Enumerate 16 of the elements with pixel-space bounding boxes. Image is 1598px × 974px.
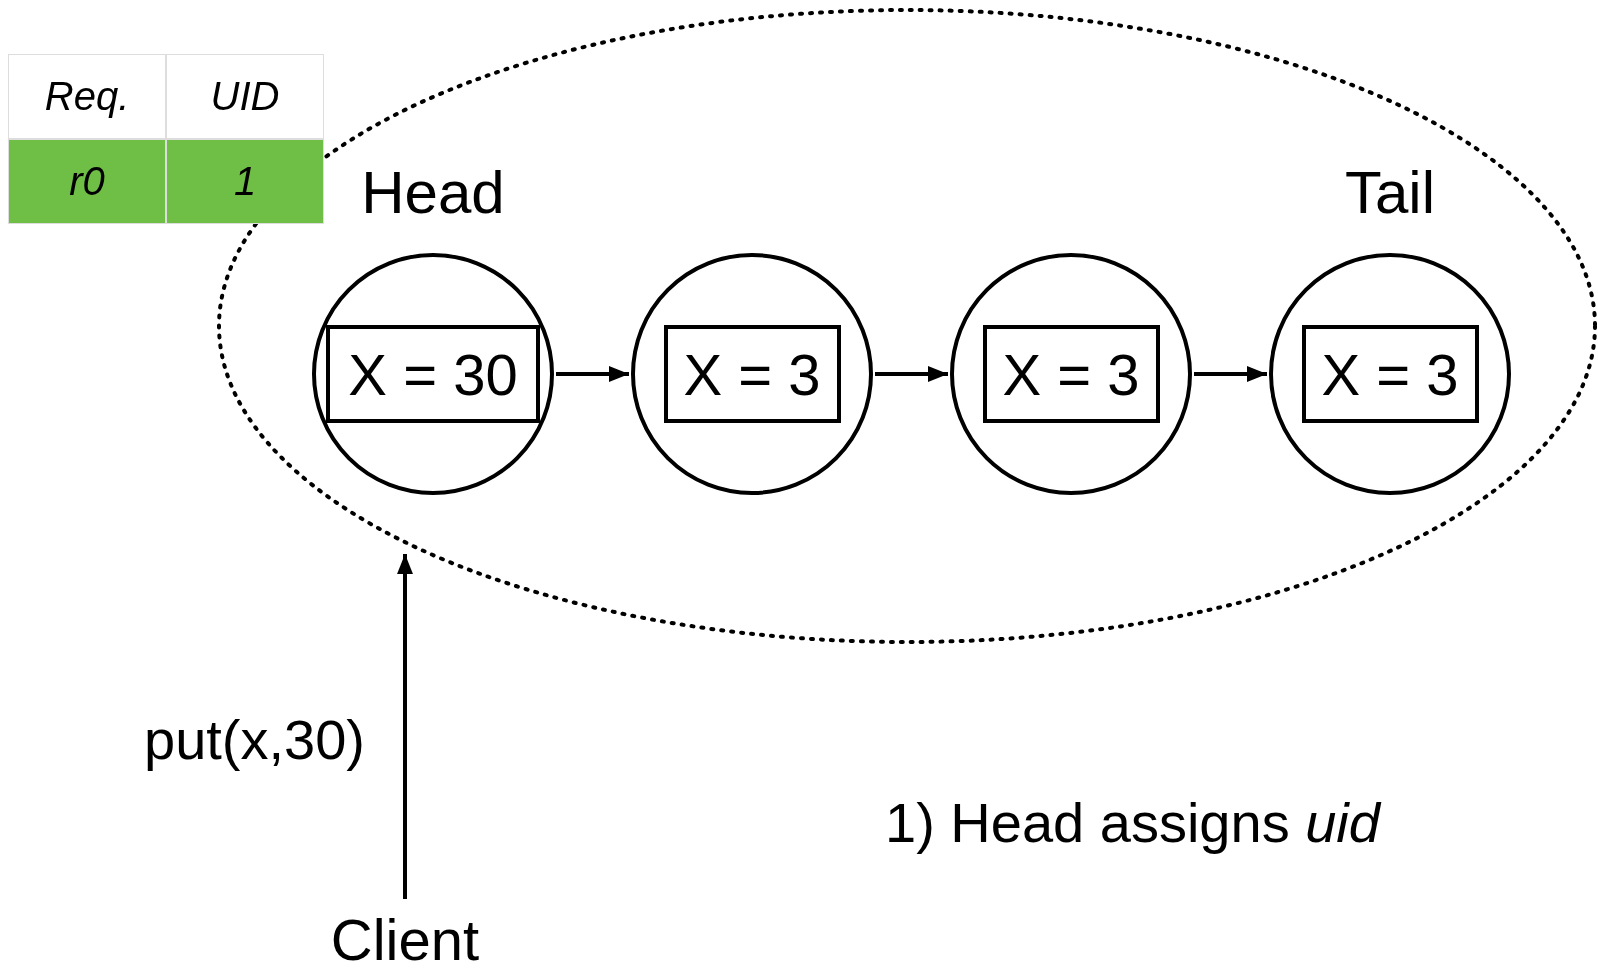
node-caption: Tail [1344,158,1436,227]
table-header-cell: Req. [8,54,166,139]
value-box: X = 30 [326,325,540,423]
value-box: X = 3 [663,325,841,423]
step-note: 1) Head assigns uid [885,790,1380,855]
node-caption: Head [360,158,506,227]
arrow [556,366,629,382]
client-label: Client [300,905,510,974]
table-cell: 1 [166,139,324,224]
arrow [1194,366,1267,382]
table-cell: r0 [8,139,166,224]
arrow [875,366,948,382]
arrow [397,554,413,899]
value-box: X = 3 [1301,325,1479,423]
value-box: X = 3 [982,325,1160,423]
table-header-cell: UID [166,54,324,139]
